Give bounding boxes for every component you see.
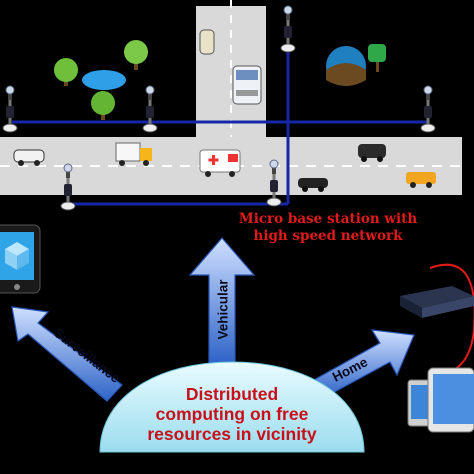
- ambulance-icon: [199, 149, 241, 177]
- caption-line-2: high speed network: [253, 228, 403, 244]
- router-icon: [400, 286, 474, 318]
- dome-line-3: resources in vicinity: [147, 424, 317, 444]
- caption-line-1: Micro base station with: [238, 211, 418, 227]
- bus-icon: [232, 65, 262, 105]
- dome-line-2: computing on free: [155, 404, 309, 424]
- tablet-icon: [0, 224, 41, 294]
- pond-icon: [82, 70, 126, 90]
- vehicular-arrow: [188, 237, 256, 365]
- vehicular-label: Vehicular: [215, 279, 231, 340]
- home-link-icon: [429, 263, 474, 376]
- car-icon: [13, 29, 436, 192]
- micro-base-station-caption: Micro base station with high speed netwo…: [218, 211, 438, 245]
- surveillance-arrow: [11, 306, 123, 402]
- dome-shape: [99, 361, 365, 453]
- earth-icon: [326, 44, 386, 86]
- dome-caption: Distributed computing on free resources …: [108, 384, 356, 444]
- tree-icon: [54, 40, 148, 120]
- truck-icon: [115, 142, 152, 166]
- dome-line-1: Distributed: [185, 384, 279, 404]
- phone-icon: [407, 367, 474, 433]
